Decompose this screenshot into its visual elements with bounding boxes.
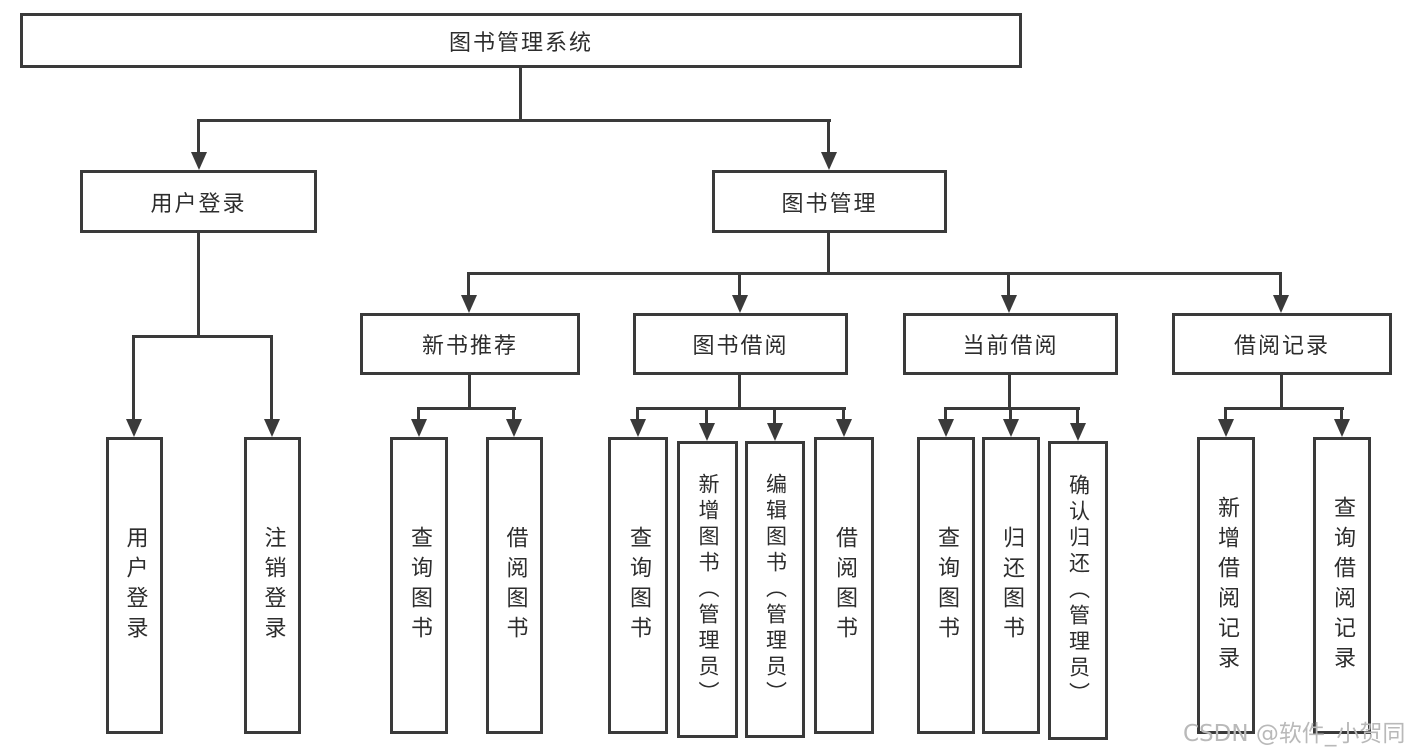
connector-cb-query-shaft	[944, 407, 947, 421]
connector-book-mgmt-split	[467, 272, 1282, 275]
node-user-login-group-label: 用户登录	[150, 191, 247, 217]
leaf-br-add-record: 新增借阅记录	[1197, 437, 1255, 734]
connector-borrow-records-shaft	[1279, 272, 1282, 297]
connector-bb-edit-shaft	[773, 407, 776, 425]
connector-nbr-borrow-shaft	[512, 407, 515, 421]
connector-root-split	[197, 119, 831, 122]
connector-br-split	[1224, 407, 1344, 410]
leaf-cb-return-book: 归还图书	[982, 437, 1040, 734]
node-user-login-group: 用户登录	[80, 170, 317, 233]
connector-bb-split	[636, 407, 846, 410]
connector-br-query-shaft	[1340, 407, 1343, 421]
arrowhead-br-add	[1218, 419, 1234, 437]
node-borrow-records-label: 借阅记录	[1233, 334, 1330, 359]
leaf-bb-borrow-book: 借阅图书	[814, 437, 874, 734]
leaf-logout-label: 注销登录	[260, 525, 286, 646]
connector-book-mgmt-shaft	[827, 119, 830, 154]
connector-cb-split	[944, 407, 1080, 410]
arrowhead-bb-add	[699, 423, 715, 441]
arrowhead-cb-confirm	[1070, 423, 1086, 441]
node-root-label: 图书管理系统	[448, 30, 593, 56]
connector-br-stub	[1280, 375, 1283, 409]
leaf-user-login: 用户登录	[106, 437, 163, 734]
leaf-nbr-borrow-book-label: 借阅图书	[502, 525, 528, 646]
arrowhead-new-book-rec	[461, 295, 477, 313]
leaf-bb-add-book-admin-label: 新增图书（管理员）	[696, 472, 720, 707]
connector-cb-confirm-shaft	[1076, 407, 1079, 425]
connector-bb-borrow-shaft	[842, 407, 845, 421]
node-root-system: 图书管理系统	[20, 13, 1022, 68]
leaf-cb-confirm-return-admin-label: 确认归还（管理员）	[1066, 473, 1091, 708]
leaf-bb-edit-book-admin: 编辑图书（管理员）	[745, 441, 805, 738]
connector-cb-return-shaft	[1009, 407, 1012, 421]
connector-br-add-shaft	[1224, 407, 1227, 421]
leaf-bb-edit-book-admin-label: 编辑图书（管理员）	[763, 472, 788, 707]
arrowhead-cb-return	[1003, 419, 1019, 437]
connector-cb-stub	[1008, 375, 1011, 409]
leaf-nbr-query-book: 查询图书	[390, 437, 448, 734]
node-current-borrow: 当前借阅	[903, 313, 1118, 375]
leaf-cb-query-book: 查询图书	[917, 437, 975, 734]
node-book-mgmt-group: 图书管理	[712, 170, 947, 233]
arrowhead-bb-edit	[767, 423, 783, 441]
node-new-book-rec: 新书推荐	[360, 313, 580, 375]
leaf-logout: 注销登录	[244, 437, 301, 734]
connector-leaf-user-login-shaft	[132, 335, 135, 421]
node-new-book-rec-label: 新书推荐	[421, 334, 518, 359]
node-book-borrow: 图书借阅	[633, 313, 848, 375]
connector-current-borrow-shaft	[1007, 272, 1010, 297]
node-borrow-records: 借阅记录	[1172, 313, 1392, 375]
leaf-bb-borrow-book-label: 借阅图书	[832, 525, 857, 646]
connector-nbr-query-shaft	[417, 407, 420, 421]
connector-user-login-shaft	[197, 119, 200, 154]
arrowhead-bb-borrow	[836, 419, 852, 437]
connector-nbr-split	[417, 407, 516, 410]
leaf-bb-query-book: 查询图书	[608, 437, 668, 734]
connector-root-stub	[519, 68, 522, 121]
node-current-borrow-label: 当前借阅	[962, 334, 1059, 359]
leaf-cb-query-book-label: 查询图书	[934, 525, 959, 646]
leaf-bb-add-book-admin: 新增图书（管理员）	[677, 441, 738, 738]
leaf-bb-query-book-label: 查询图书	[626, 525, 651, 646]
connector-book-borrow-shaft	[738, 272, 741, 297]
arrowhead-leaf-user-login	[126, 419, 142, 437]
arrowhead-leaf-logout	[264, 419, 280, 437]
arrowhead-br-query	[1334, 419, 1350, 437]
connector-book-mgmt-stub	[827, 233, 830, 274]
connector-leaf-logout-shaft	[270, 335, 273, 421]
leaf-br-query-record: 查询借阅记录	[1313, 437, 1371, 734]
leaf-cb-return-book-label: 归还图书	[999, 525, 1024, 646]
connector-user-login-stub	[197, 233, 200, 337]
csdn-watermark: CSDN @软件_小贺同学	[1183, 721, 1405, 747]
connector-bb-stub	[738, 375, 741, 409]
node-book-mgmt-group-label: 图书管理	[781, 191, 878, 217]
leaf-br-query-record-label: 查询借阅记录	[1330, 495, 1355, 676]
arrowhead-borrow-records	[1273, 295, 1289, 313]
leaf-cb-confirm-return-admin: 确认归还（管理员）	[1048, 441, 1108, 740]
arrowhead-bb-query	[630, 419, 646, 437]
arrowhead-user-login	[191, 152, 207, 170]
leaf-nbr-borrow-book: 借阅图书	[486, 437, 543, 734]
arrowhead-nbr-query	[411, 419, 427, 437]
leaf-user-login-label: 用户登录	[122, 525, 148, 646]
leaf-nbr-query-book-label: 查询图书	[407, 525, 432, 646]
leaf-br-add-record-label: 新增借阅记录	[1214, 495, 1239, 676]
connector-bb-add-shaft	[705, 407, 708, 425]
connector-user-login-split	[133, 335, 273, 338]
arrowhead-current-borrow	[1001, 295, 1017, 313]
connector-bb-query-shaft	[636, 407, 639, 421]
arrowhead-book-mgmt	[821, 152, 837, 170]
connector-nbr-stub	[468, 375, 471, 409]
connector-new-book-rec-shaft	[467, 272, 470, 297]
arrowhead-nbr-borrow	[506, 419, 522, 437]
arrowhead-book-borrow	[732, 295, 748, 313]
node-book-borrow-label: 图书借阅	[692, 334, 789, 359]
arrowhead-cb-query	[938, 419, 954, 437]
